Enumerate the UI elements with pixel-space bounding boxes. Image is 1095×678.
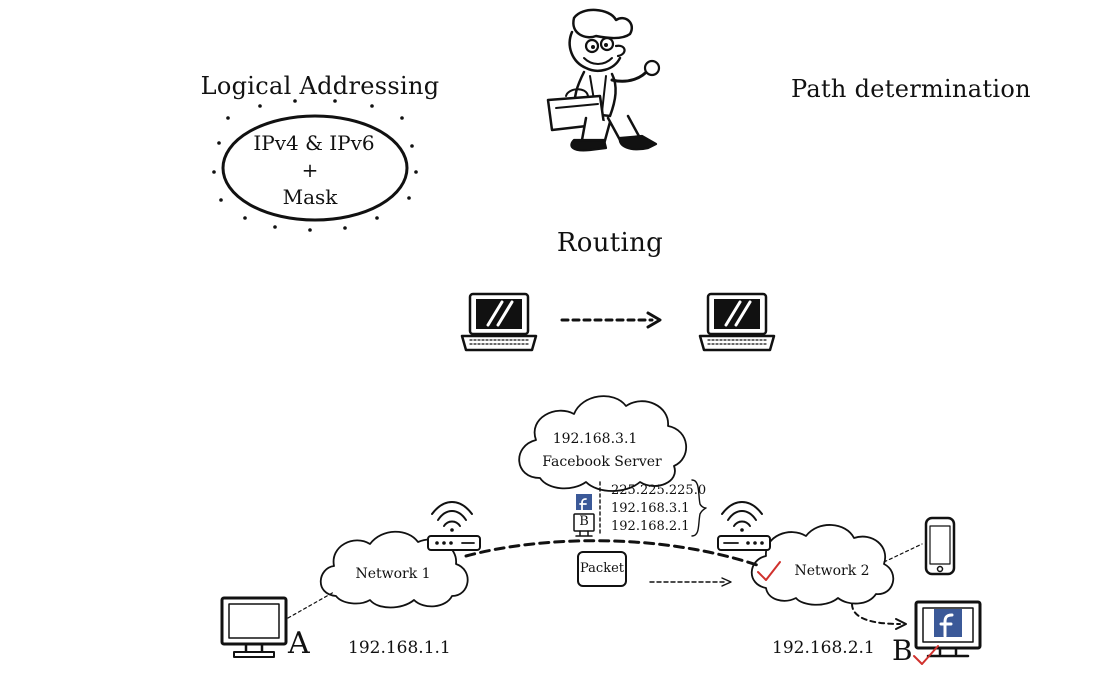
router2-icon (717, 501, 771, 551)
technician-mascot-icon (546, 8, 661, 152)
router1-icon (427, 501, 481, 551)
packet-monitor-letter: B (579, 514, 589, 529)
packet-facebook-icon (576, 494, 592, 510)
desktop-b-icon (914, 600, 982, 658)
desktop-a-icon (220, 596, 288, 658)
address-line-ip-versions: IPv4 & IPv6 (253, 131, 375, 155)
phone-icon (924, 516, 956, 576)
packet-field-source-ip: 192.168.2.1 (611, 519, 690, 534)
address-line-plus: + (301, 158, 319, 182)
network2-check-icon (757, 561, 781, 581)
host-b-label: B (892, 634, 913, 667)
backbone-link (464, 539, 762, 568)
packet-fields-brace (691, 479, 707, 537)
network2-to-b-arrow (851, 603, 901, 625)
path-determination-title: Path determination (791, 75, 1031, 103)
host-a-ip: 192.168.1.1 (348, 638, 451, 658)
host-b-ip: 192.168.2.1 (772, 638, 875, 658)
routing-title: Routing (556, 228, 664, 258)
laptop-source-icon (460, 292, 538, 352)
logical-addressing-title: Logical Addressing (200, 72, 440, 100)
network2-label: Network 2 (794, 563, 870, 579)
packet-label: Packet (580, 561, 624, 576)
routing-arrow-head (646, 311, 662, 329)
host-b-check-icon (913, 645, 939, 665)
packet-monitor-icon (573, 513, 595, 537)
server-cloud (518, 395, 688, 492)
link-a-network1 (287, 591, 335, 619)
packet-box (577, 551, 627, 587)
host-a-label: A (288, 626, 310, 661)
link-network2-phone (883, 543, 923, 563)
network1-label: Network 1 (355, 566, 431, 582)
server-ip-label: 192.168.3.1 (552, 431, 638, 447)
address-ellipse-dots (212, 99, 418, 232)
address-line-mask: Mask (282, 185, 338, 209)
laptop-destination-icon (698, 292, 776, 352)
address-ellipse (221, 114, 409, 222)
packet-field-destination-ip: 192.168.3.1 (611, 501, 690, 516)
server-name-label: Facebook Server (542, 454, 662, 470)
packet-field-mask: 225.225.225.0 (611, 483, 707, 498)
